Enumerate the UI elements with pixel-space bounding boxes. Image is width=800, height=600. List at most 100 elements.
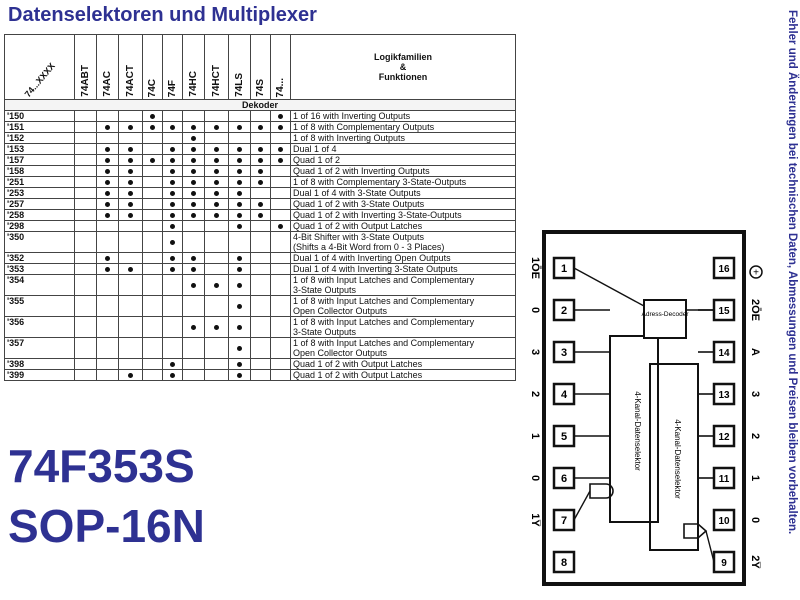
family-cell [182, 369, 205, 381]
family-cell [74, 198, 97, 210]
family-cell [250, 316, 271, 338]
part-code: '355 [4, 295, 75, 317]
family-cell [142, 337, 163, 359]
availability-dot [258, 180, 263, 185]
pin-number: 6 [561, 473, 567, 485]
table-header-row: 74...XXXX 74ABT 74AC 74ACT 74C 74F 74HC … [4, 34, 516, 100]
availability-dot [258, 147, 263, 152]
family-cell [142, 220, 163, 232]
family-cell [96, 231, 119, 253]
function-cell: Quad 1 of 2 with Inverting Outputs [290, 165, 516, 177]
family-cell [204, 231, 229, 253]
page-title: Datenselektoren und Multiplexer [8, 4, 317, 26]
function-text: Quad 1 of 2 with Inverting 3-State-Outpu… [293, 210, 462, 220]
availability-dot [128, 180, 133, 185]
part-code: '354 [4, 274, 75, 296]
family-cell [96, 198, 119, 210]
family-cell [162, 198, 183, 210]
family-cell [250, 337, 271, 359]
pin-label: 0 [749, 517, 761, 523]
family-cell [118, 295, 143, 317]
family-cell [96, 263, 119, 275]
family-cell [270, 274, 291, 296]
family-cell [182, 220, 205, 232]
part-number: 74F353S [8, 440, 195, 492]
part-code: '298 [4, 220, 75, 232]
family-cell [204, 263, 229, 275]
family-cell [74, 143, 97, 155]
function-cell: Quad 1 of 2 with Inverting 3-State-Outpu… [290, 209, 516, 221]
family-cell [142, 316, 163, 338]
function-text: 1 of 8 with Input Latches and Complement… [293, 317, 475, 328]
function-text: 1 of 8 with Complementary 3-State-Output… [293, 177, 467, 187]
availability-dot [278, 224, 283, 229]
family-header: 74HC [182, 34, 205, 100]
availability-dot [191, 267, 196, 272]
family-cell [162, 209, 183, 221]
availability-dot [214, 158, 219, 163]
availability-dot [191, 191, 196, 196]
family-cell [142, 132, 163, 144]
pin-label: 2 [749, 433, 761, 439]
family-cell [74, 154, 97, 166]
family-cell [162, 176, 183, 188]
family-cell [118, 252, 143, 264]
function-text: 1 of 8 with Input Latches and Complement… [293, 275, 475, 286]
availability-dot [128, 373, 133, 378]
family-cell [96, 110, 119, 122]
pin-box [712, 256, 736, 280]
availability-dot [170, 213, 175, 218]
signal-line [573, 490, 591, 521]
family-cell [162, 274, 183, 296]
family-cell [118, 165, 143, 177]
family-cell [204, 295, 229, 317]
function-text: Open Collector Outputs [293, 348, 388, 358]
family-cell [228, 187, 251, 199]
family-cell [162, 316, 183, 338]
function-text: 1 of 16 with Inverting Outputs [293, 111, 411, 121]
family-header: 74LS [228, 34, 251, 100]
pin-number: 15 [718, 306, 730, 317]
family-cell [96, 358, 119, 370]
part-code: '398 [4, 358, 75, 370]
function-text: 3-State Outputs [293, 327, 357, 337]
function-text: Quad 1 of 2 with Inverting Outputs [293, 166, 430, 176]
availability-dot [170, 224, 175, 229]
family-cell [182, 143, 205, 155]
availability-dot [237, 224, 242, 229]
package-type: SOP-16N [8, 500, 205, 552]
availability-dot [214, 202, 219, 207]
family-header: 74HCT [204, 34, 229, 100]
availability-dot [170, 267, 175, 272]
family-cell [182, 263, 205, 275]
function-cell: Quad 1 of 2 with 3-State Outputs [290, 198, 516, 210]
functions-header: Logikfamilien & Funktionen [290, 34, 516, 100]
family-cell [74, 165, 97, 177]
pin-label: 1ŌE [529, 257, 541, 279]
family-cell [228, 198, 251, 210]
part-code: '153 [4, 143, 75, 155]
availability-dot [191, 213, 196, 218]
family-cell [118, 198, 143, 210]
family-cell [250, 132, 271, 144]
function-text: 1 of 8 with Complementary Outputs [293, 122, 435, 132]
family-header: 74AC [96, 34, 119, 100]
family-cell [270, 358, 291, 370]
family-cell [74, 209, 97, 221]
function-text: 1 of 8 with Input Latches and Complement… [293, 338, 475, 349]
family-cell [142, 198, 163, 210]
availability-dot [237, 304, 242, 309]
availability-dot [191, 147, 196, 152]
family-cell [118, 337, 143, 359]
decoder-block [643, 299, 687, 339]
family-cell [118, 316, 143, 338]
family-cell [250, 176, 271, 188]
function-text: 1 of 8 with Input Latches and Complement… [293, 296, 475, 307]
family-cell [228, 369, 251, 381]
availability-dot [128, 267, 133, 272]
family-cell [270, 220, 291, 232]
availability-dot [105, 169, 110, 174]
